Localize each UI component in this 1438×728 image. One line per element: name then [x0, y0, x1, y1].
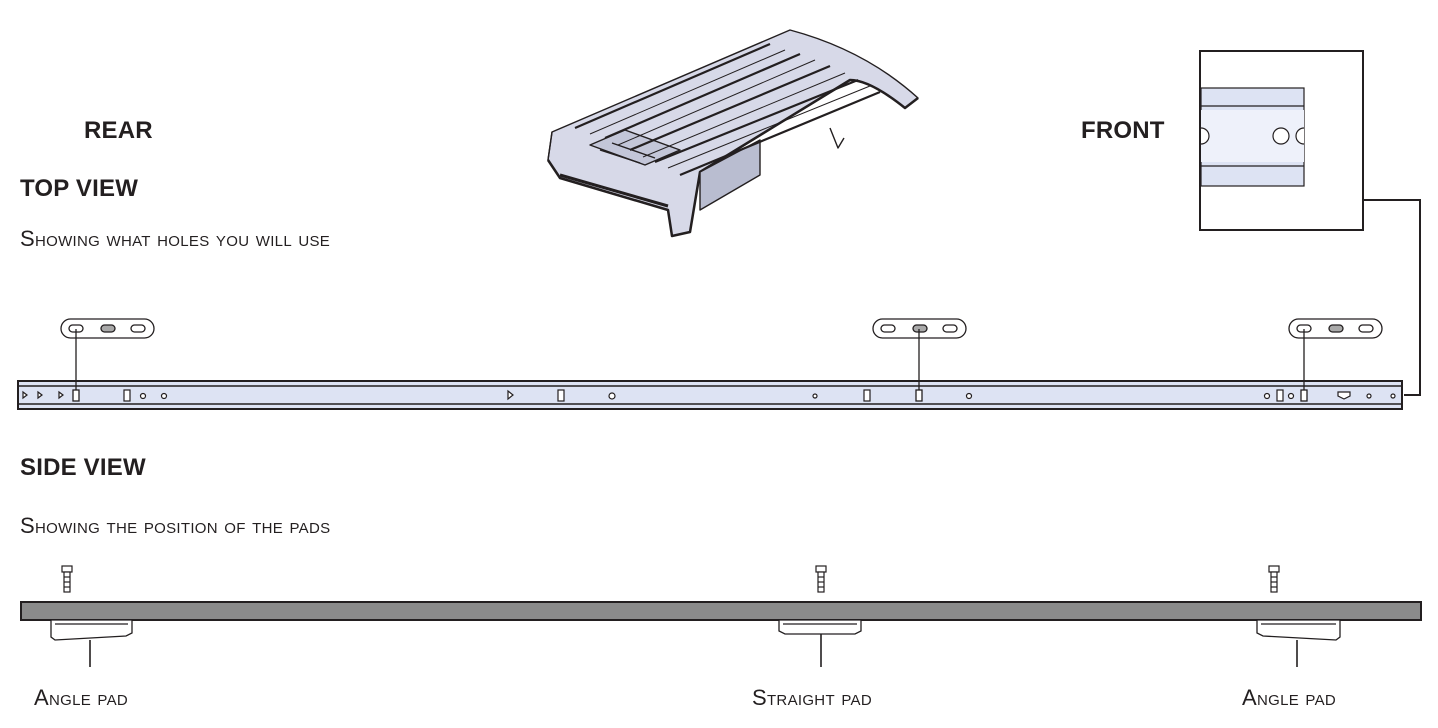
- side-view-subtitle: Showing the position of the pads: [20, 513, 331, 538]
- bolt-center: [815, 565, 827, 593]
- bolt-icon: [61, 565, 1280, 593]
- pad-right: [1256, 619, 1341, 667]
- front-label: FRONT: [1081, 117, 1165, 144]
- rear-label: REAR: [84, 117, 153, 144]
- pad-left: [50, 619, 133, 667]
- car-roof-illustration: [546, 29, 919, 238]
- mount-plate-right: [1288, 318, 1383, 402]
- bolt-left: [61, 565, 73, 593]
- rail-detail-icon: [1199, 50, 1421, 396]
- bolt-right: [1268, 565, 1280, 593]
- mount-plate-center: [872, 318, 967, 402]
- mount-plate-icon: [60, 318, 1383, 402]
- side-view-bar: [20, 601, 1422, 621]
- pad-label-center: Straight pad: [752, 685, 872, 710]
- top-view-rail: [17, 380, 1403, 410]
- top-view-subtitle: Showing what holes you will use: [20, 226, 331, 251]
- mount-plate-left: [60, 318, 155, 402]
- top-view-heading: TOP VIEW: [20, 175, 139, 202]
- pad-center: [778, 619, 862, 667]
- pad-label-left: Angle pad: [34, 685, 129, 710]
- side-view-heading: SIDE VIEW: [20, 454, 146, 481]
- pad-label-right: Angle pad: [1242, 685, 1337, 710]
